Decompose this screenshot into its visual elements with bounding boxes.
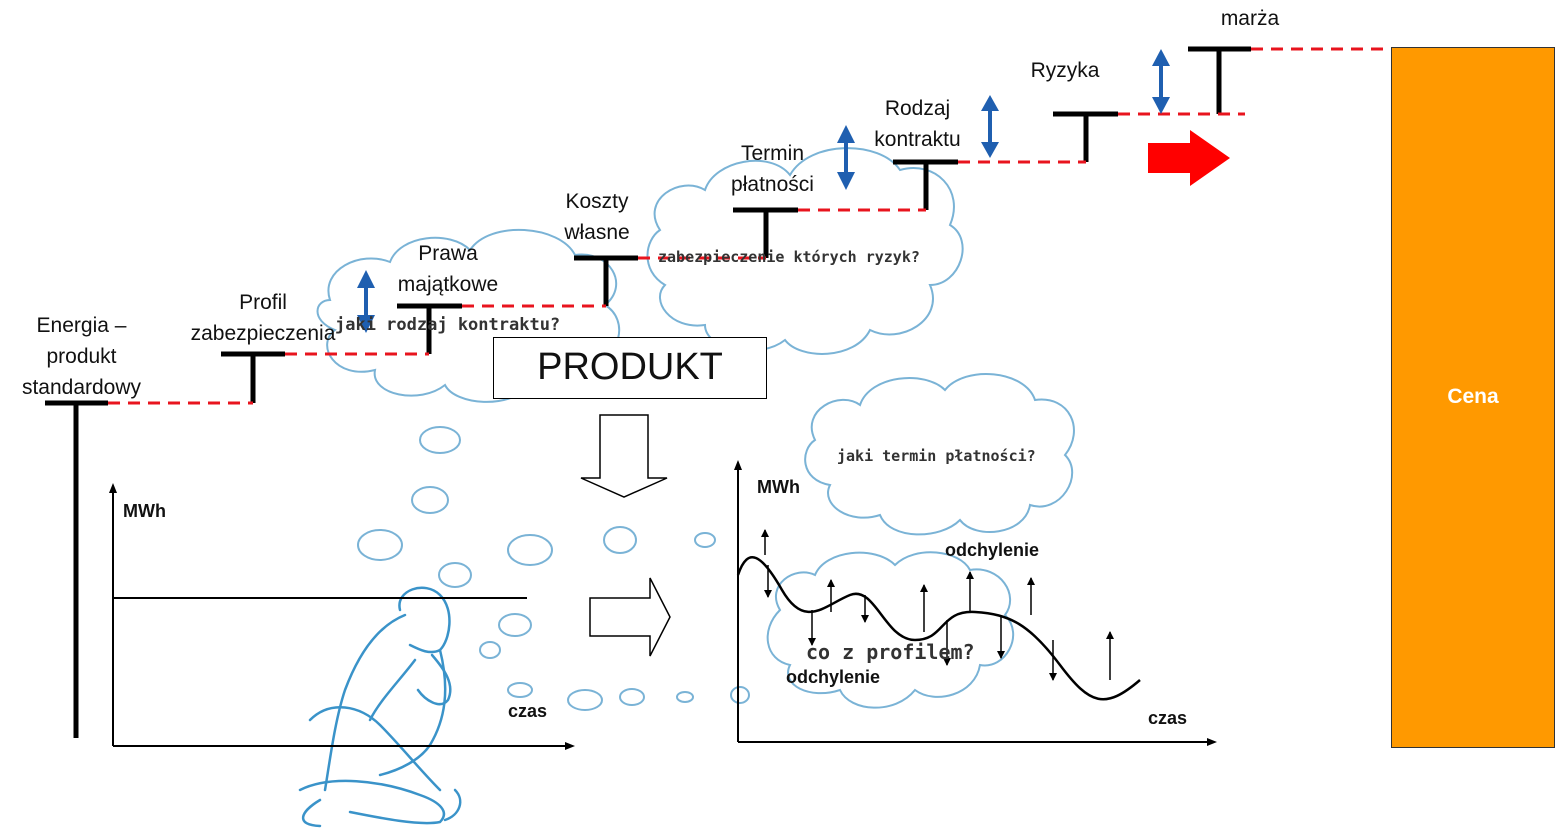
bubble [357,529,403,561]
cloud-payment [804,373,1075,536]
right-block-arrow [589,577,671,657]
produkt-box: PRODUKT [493,337,767,399]
step-label-prawa: Prawa majątkowe [397,242,499,296]
step-label-koszty: Koszty własne [564,190,630,244]
double-arrow-icon [981,95,999,158]
cloud-text-risks: zabezpieczenie których ryzyk? [658,248,920,266]
bubble [419,426,461,454]
red-arrow-icon [1148,130,1230,186]
profile-curve [736,556,1141,701]
left-chart-ylabel: MWh [123,501,166,521]
variability-arrows [357,49,1170,333]
cloud-risks [646,147,964,355]
deviation-arrows [761,529,1114,681]
left-chart-xlabel: czas [508,701,548,721]
chart-right [734,460,1217,746]
step-label-rodzaj: Rodzaj kontraktu [874,97,961,151]
bubble [498,613,532,637]
bubble [507,534,553,566]
bubble [411,486,449,514]
bubble [676,691,694,703]
bubble [567,689,603,711]
cloud-text-profile: co z profilem? [806,640,975,664]
cloud-text-payment: jaki termin płatności? [837,447,1036,465]
deviation-label-top: odchylenie [945,540,1040,560]
right-chart-xlabel: czas [1148,708,1188,728]
chart-left [109,483,575,750]
bubble [730,686,750,704]
bubble [694,532,716,548]
bubble [603,526,637,554]
double-arrow-icon [1152,49,1170,114]
bubble [479,641,501,659]
step-label-profil: Profil zabezpieczenia [190,291,336,345]
cena-bar: Cena [1391,47,1555,748]
cloud-profile [766,551,1015,709]
bubble [619,688,645,706]
down-block-arrow [580,414,668,498]
step-label-termin: Termin płatności [731,142,814,196]
step-label-energia: Energia – produkt standardowy [21,314,142,399]
bubble [507,682,533,698]
bubble [438,562,472,588]
cloud-text-contract: jaki rodzaj kontraktu? [335,315,561,335]
step-label-ryzyka: Ryzyka [1030,59,1100,82]
right-chart-ylabel: MWh [757,477,800,497]
step-label-marza: marża [1220,7,1280,30]
double-arrow-icon [357,270,375,333]
thinking-person-illustration [298,586,462,828]
double-arrow-icon [837,125,855,190]
thought-clouds [316,147,1075,711]
deviation-label-bottom: odchylenie [786,667,881,687]
cena-label: Cena [1447,385,1499,408]
price-staircase [45,46,1391,738]
